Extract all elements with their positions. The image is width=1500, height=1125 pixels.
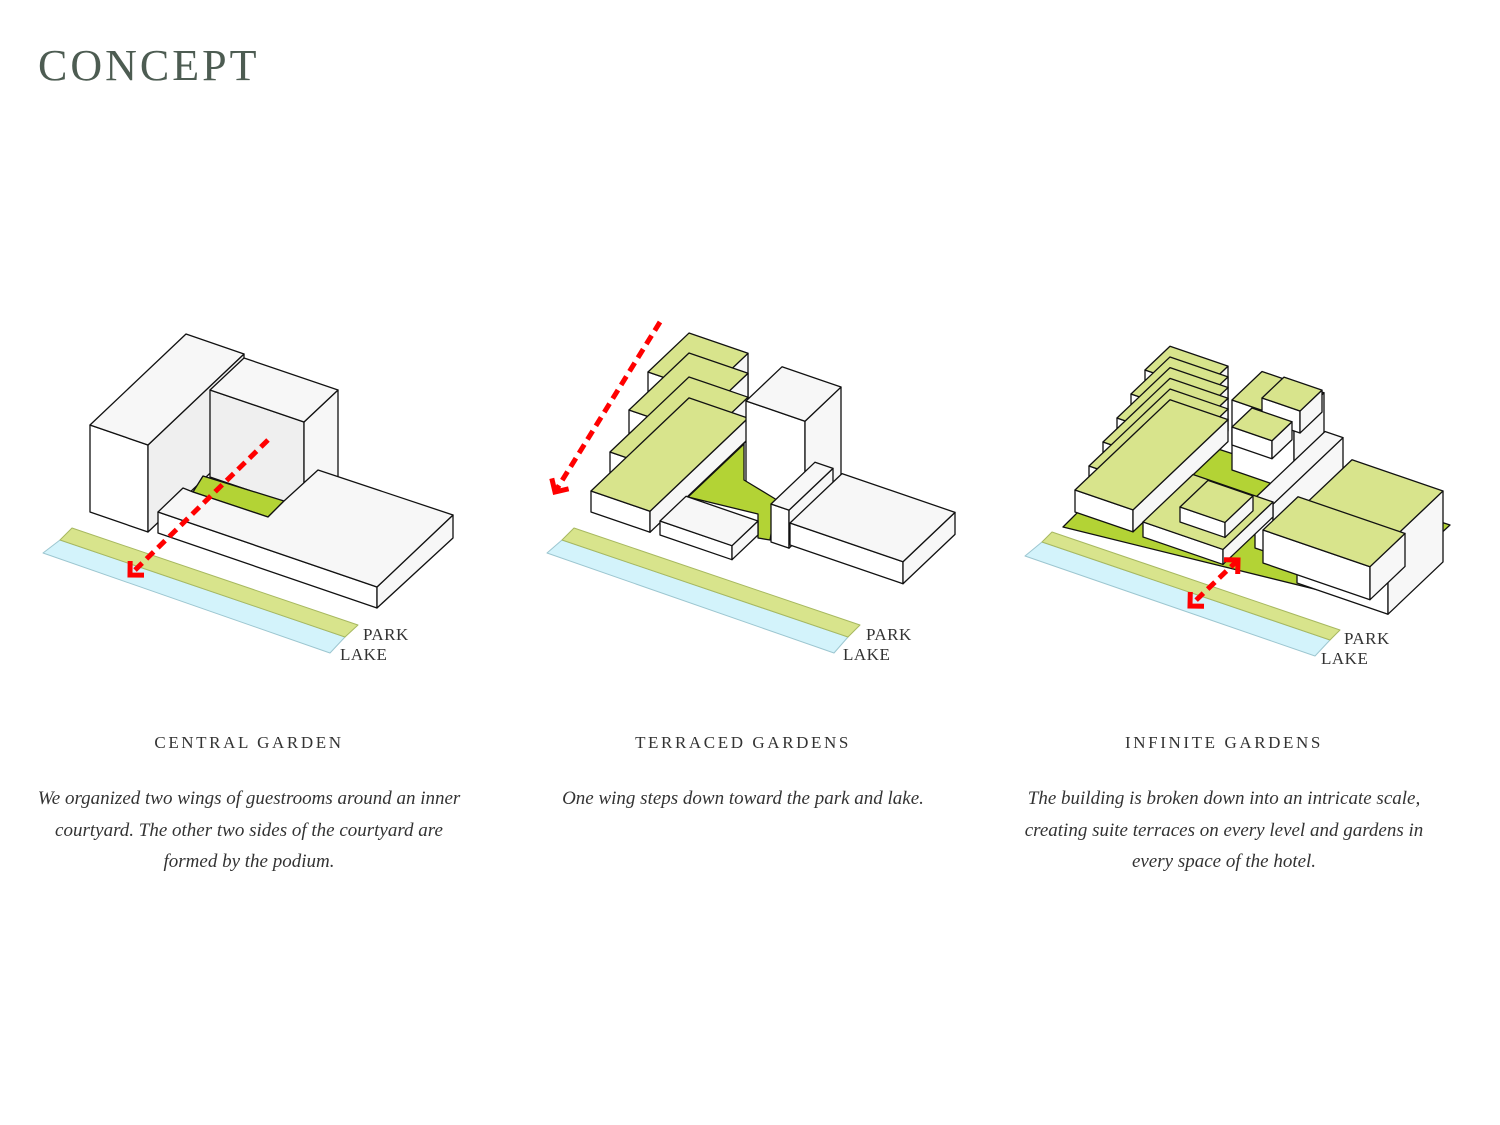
right-lower-block-top-face <box>1262 496 1406 568</box>
terrace-arrow-dashed-line <box>552 320 663 494</box>
page-title: CONCEPT <box>38 41 260 90</box>
front-pavilion-top-face <box>659 495 759 547</box>
park-label-2: PARK <box>866 625 912 644</box>
connector-front-face <box>770 503 790 549</box>
description: The building is broken down into an intr… <box>1024 788 1424 872</box>
caption: INFINITE GARDENS <box>1125 733 1323 752</box>
podium-top-face <box>157 469 454 588</box>
infinite-gardens-diagram <box>1024 345 1451 657</box>
lake-label-1: LAKE <box>340 645 388 664</box>
lake-label-3: LAKE <box>1321 649 1369 668</box>
park-strip <box>1041 531 1341 641</box>
front-pavilion-top-face <box>1179 479 1254 524</box>
panel-terraced-gardens: TERRACED GARDENS One wing steps down tow… <box>523 733 963 815</box>
view-arrow-dashed-line <box>128 438 270 577</box>
terrace-arrow-arrowhead-icon <box>549 477 570 496</box>
middle-tower-top-top-face <box>1261 376 1323 412</box>
tower-top-face <box>745 366 842 422</box>
park-strip <box>561 527 861 638</box>
view-arrow-arrowhead-icon <box>1187 591 1205 609</box>
middle-tower-step-top-face <box>1231 407 1293 442</box>
back-wing-top-face <box>209 357 339 423</box>
caption: TERRACED GARDENS <box>635 733 851 752</box>
view-arrow-dashed-line <box>1188 558 1240 608</box>
lake-strip <box>546 539 849 654</box>
central-garden-diagram <box>42 333 454 654</box>
park-label-1: PARK <box>363 625 409 644</box>
park-label-3: PARK <box>1344 629 1390 648</box>
lake-label-2: LAKE <box>843 645 891 664</box>
terraced-gardens-diagram <box>546 320 956 654</box>
panel-infinite-gardens: INFINITE GARDENS The building is broken … <box>1004 733 1444 878</box>
caption: CENTRAL GARDEN <box>154 733 344 752</box>
panel-central-garden: CENTRAL GARDEN We organized two wings of… <box>29 733 469 878</box>
park-strip <box>59 527 359 638</box>
terrace-layer-1-top-face <box>1074 399 1229 511</box>
view-arrow-arrowhead-icon <box>127 560 145 578</box>
left-wing-top-face <box>89 333 245 446</box>
view-arrow-arrowhead-icon <box>1223 557 1241 575</box>
description: We organized two wings of guestrooms aro… <box>37 788 461 872</box>
description: One wing steps down toward the park and … <box>562 788 924 809</box>
podium-top-face <box>789 472 956 563</box>
connector-top-face <box>770 461 834 511</box>
